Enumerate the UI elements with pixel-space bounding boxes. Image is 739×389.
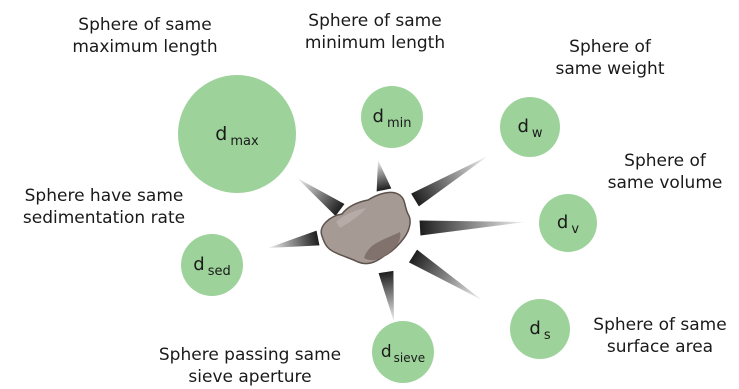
particle	[320, 191, 411, 265]
ray-1	[376, 160, 392, 192]
sphere-d-min-circle	[361, 86, 423, 148]
ray-5	[378, 270, 394, 322]
rays-group	[268, 156, 525, 322]
sphere-d-sieve-circle	[372, 321, 434, 383]
sphere-d-s-circle	[510, 299, 570, 359]
particle-highlight	[336, 208, 366, 228]
ray-3	[419, 220, 525, 236]
ray-2	[411, 156, 488, 207]
ray-6	[268, 230, 320, 248]
sphere-d-max-circle	[178, 75, 296, 193]
ray-4	[408, 249, 482, 300]
particle-shadow	[364, 232, 401, 261]
sphere-d-v-circle	[539, 194, 597, 252]
sphere-d-sed-circle	[181, 234, 243, 296]
ray-0	[297, 178, 345, 217]
sphere-d-w-circle	[500, 97, 560, 157]
